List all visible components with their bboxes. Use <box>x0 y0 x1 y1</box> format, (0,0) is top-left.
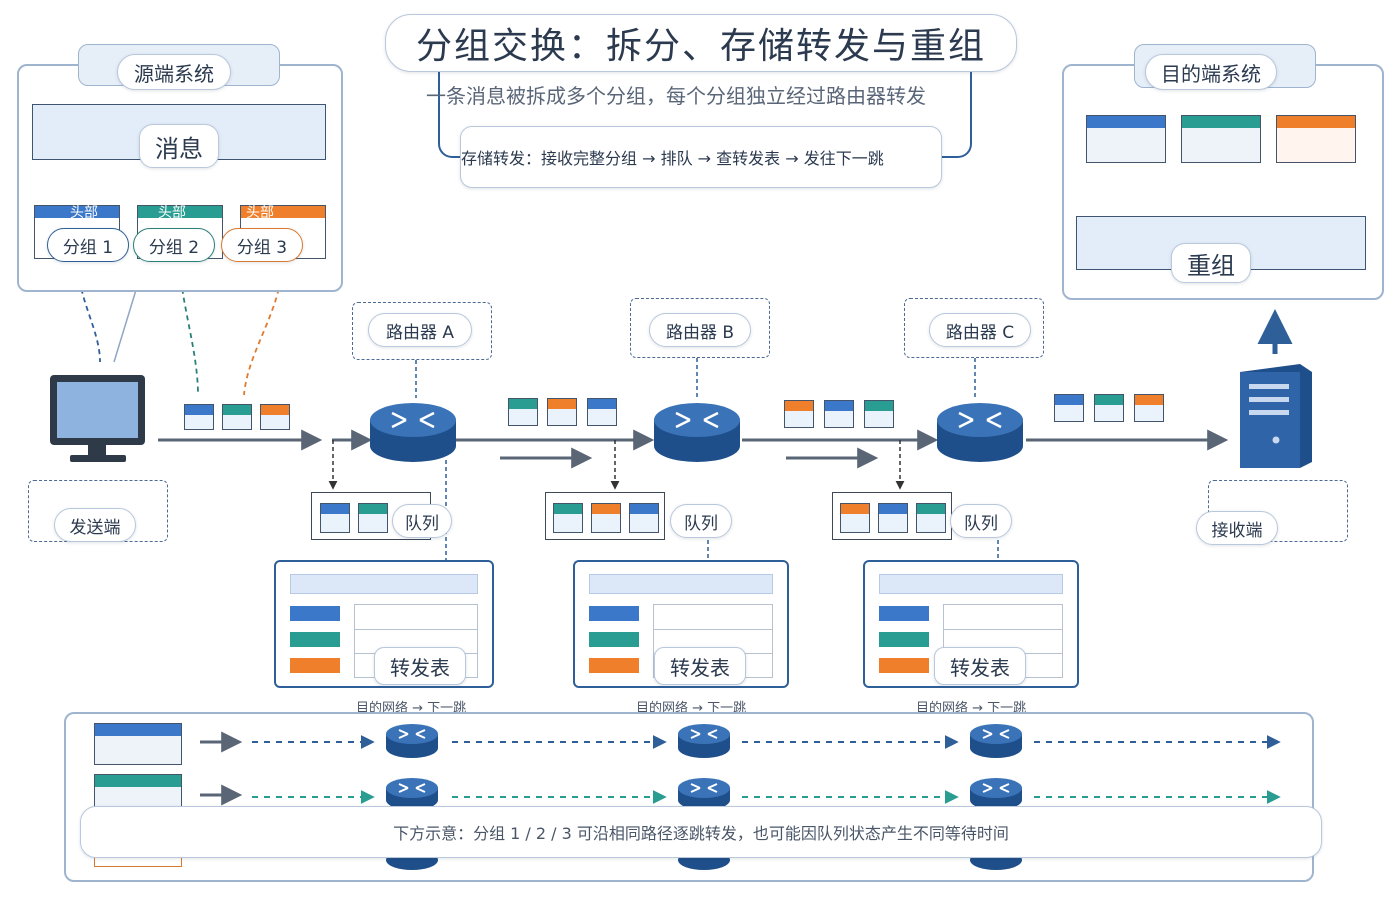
router-a-label-box <box>352 302 492 360</box>
packet-3-in-transit <box>547 398 577 426</box>
server-icon <box>1240 364 1312 468</box>
router-icon <box>386 724 438 758</box>
queue-packet <box>591 503 621 533</box>
router-icon <box>678 724 730 758</box>
packet-2-in-transit <box>864 400 894 428</box>
router-icon <box>970 778 1022 810</box>
packet-2-in-transit <box>1094 394 1124 422</box>
source-title: 源端系统 <box>117 54 231 90</box>
router-c-label: 路由器 C <box>929 313 1031 347</box>
queue-packet <box>840 503 870 533</box>
router-c-label-box <box>904 298 1044 358</box>
router-icon <box>370 403 456 462</box>
header-label-2: 头部 <box>158 205 186 221</box>
packet-1-in-transit <box>1054 394 1084 422</box>
packet-1-in-transit <box>184 404 214 430</box>
packet-1-in-transit <box>587 398 617 426</box>
page-subtitle: 一条消息被拆成多个分组，每个分组独立经过路由器转发 <box>426 84 926 108</box>
router-icon <box>678 778 730 810</box>
packet-3-in-transit <box>1134 394 1164 422</box>
router-a-label: 路由器 A <box>368 313 472 347</box>
message-label: 消息 <box>139 124 219 168</box>
destination-title: 目的端系统 <box>1145 54 1277 90</box>
header-label-1: 头部 <box>70 205 98 221</box>
receiver-label: 接收端 <box>1196 511 1278 545</box>
page-title: 分组交换：拆分、存储转发与重组 <box>385 14 1017 72</box>
header-label-3: 头部 <box>246 205 274 221</box>
packet-2-label: 分组 2 <box>133 228 215 262</box>
sender-label: 发送端 <box>54 508 136 542</box>
router-icon <box>654 403 740 462</box>
queue-packet <box>916 503 946 533</box>
router-b-label: 路由器 B <box>649 313 751 347</box>
queue-packet <box>629 503 659 533</box>
lane-packet-1 <box>94 723 182 765</box>
bottom-lanes-panel <box>64 712 1314 882</box>
router-icon <box>386 778 438 810</box>
packet-3-in-transit <box>260 404 290 430</box>
packet-1-in-transit <box>824 400 854 428</box>
queue-packet <box>358 503 388 533</box>
computer-icon <box>50 375 145 462</box>
queue-packet <box>320 503 350 533</box>
router-c-table-label: 转发表 <box>934 647 1026 685</box>
router-icon <box>937 403 1023 462</box>
packet-2-in-transit <box>508 398 538 426</box>
router-icon <box>970 724 1022 758</box>
received-packet-3 <box>1276 115 1356 163</box>
packet-2-in-transit <box>222 404 252 430</box>
queue-packet <box>878 503 908 533</box>
bottom-note: 下方示意：分组 1 / 2 / 3 可沿相同路径逐跳转发，也可能因队列状态产生不… <box>80 806 1322 858</box>
process-note: 存储转发：接收完整分组 → 排队 → 查转发表 → 发往下一跳 <box>460 126 942 188</box>
packet-3-label: 分组 3 <box>221 228 303 262</box>
received-packet-2 <box>1181 115 1261 163</box>
router-b-label-box <box>630 298 770 358</box>
router-b-table-label: 转发表 <box>654 647 746 685</box>
router-a-table-label: 转发表 <box>374 647 466 685</box>
reassembled-label: 重组 <box>1171 243 1251 283</box>
queue-packet <box>553 503 583 533</box>
packet-1-label: 分组 1 <box>47 228 129 262</box>
router-b-queue-label: 队列 <box>670 504 732 538</box>
router-a-queue-label: 队列 <box>392 504 452 538</box>
router-c-queue-label: 队列 <box>950 504 1012 538</box>
received-packet-1 <box>1086 115 1166 163</box>
packet-3-in-transit <box>784 400 814 428</box>
